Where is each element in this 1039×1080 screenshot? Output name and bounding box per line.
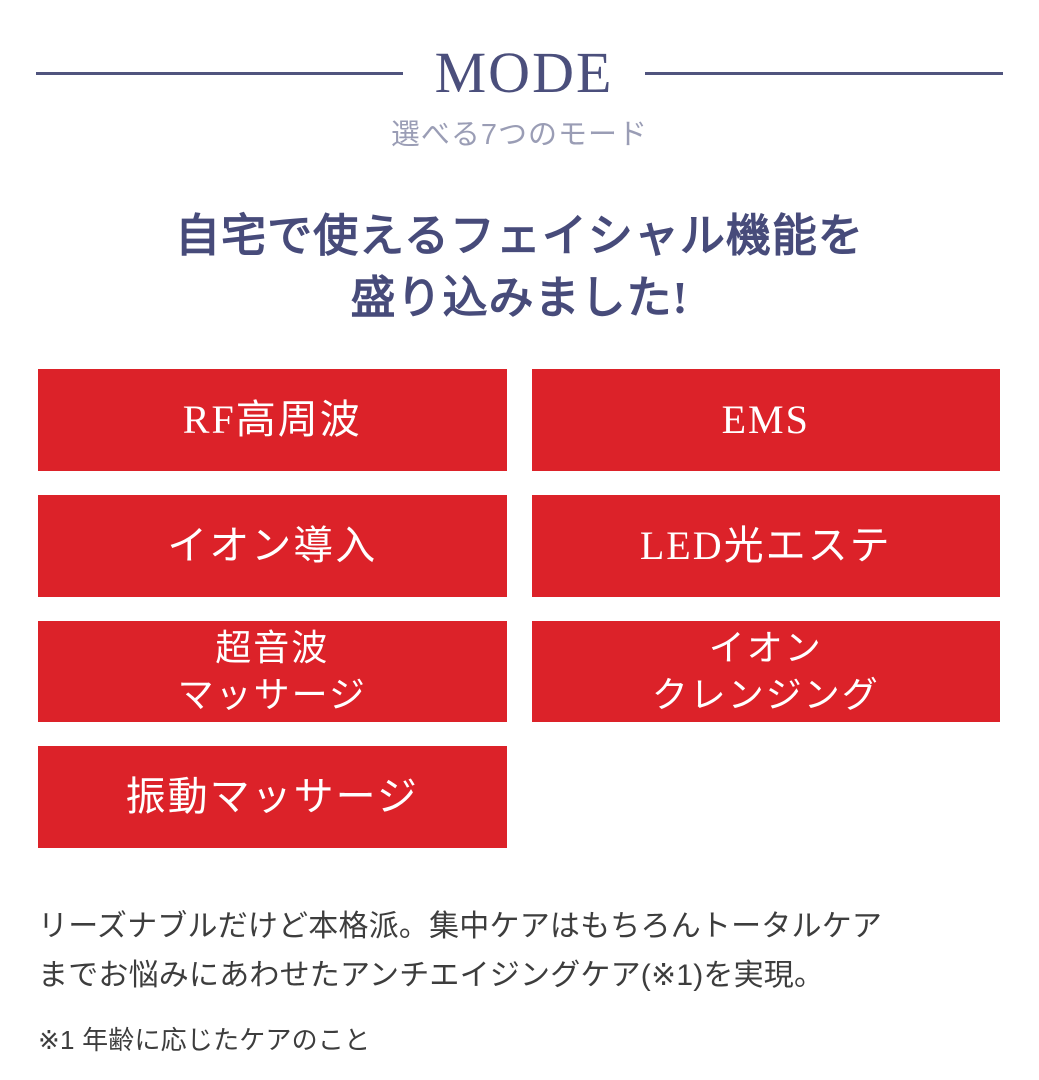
mode-list: RF高周波 EMS イオン導入 LED光エステ 超音波 マッサージ イオン クレ…	[38, 369, 1000, 848]
mode-label: EMS	[721, 397, 810, 442]
mode-box-ion-cleansing: イオン クレンジング	[531, 621, 1000, 722]
mode-box-ems: EMS	[531, 369, 1000, 471]
description-line-2: までお悩みにあわせたアンチエイジングケア(※1)を実現。	[38, 958, 825, 992]
mode-row: RF高周波 EMS	[38, 369, 1000, 471]
mode-box-ion-introduction: イオン導入	[38, 495, 507, 597]
heading-line-1: 自宅で使えるフェイシャル機能を	[175, 211, 864, 261]
mode-label-line-1: イオン	[708, 628, 823, 669]
mode-box-empty-slot	[532, 746, 1001, 848]
mode-row: 超音波 マッサージ イオン クレンジング	[38, 621, 1000, 722]
mode-label: イオン導入	[167, 523, 378, 568]
mode-box-vibration-massage: 振動マッサージ	[38, 746, 507, 848]
mode-box-ultrasonic-massage: 超音波 マッサージ	[38, 621, 507, 722]
header-rule-left	[35, 71, 403, 75]
mode-row: イオン導入 LED光エステ	[38, 495, 1000, 597]
mode-label: 振動マッサージ	[125, 774, 419, 819]
mode-row: 振動マッサージ	[38, 746, 1000, 848]
section-header-band: MODE	[0, 28, 1039, 118]
footnote-note-1: ※1 年齢に応じたケアのこと	[38, 1025, 371, 1055]
heading-line-2: 盛り込みました!	[350, 273, 689, 324]
mode-label-line-1: 超音波	[215, 628, 330, 669]
description-line-1: リーズナブルだけど本格派。集中ケアはもちろんトータルケア	[38, 910, 883, 943]
page-title: MODE	[434, 40, 614, 105]
header-rule-right	[645, 71, 1004, 75]
section-description: リーズナブルだけど本格派。集中ケアはもちろんトータルケア までお悩みにあわせたア…	[38, 903, 988, 1000]
mode-box-rf: RF高周波	[38, 369, 507, 471]
mode-label-line-2: マッサージ	[177, 674, 367, 715]
mode-label: RF高周波	[182, 397, 362, 442]
mode-label: LED光エステ	[639, 523, 892, 568]
section-subtitle: 選べる7つのモード	[390, 119, 649, 151]
section-heading: 自宅で使えるフェイシャル機能を 盛り込みました!	[0, 205, 1039, 329]
mode-label-line-2: クレンジング	[651, 674, 880, 715]
mode-box-led: LED光エステ	[531, 495, 1000, 597]
